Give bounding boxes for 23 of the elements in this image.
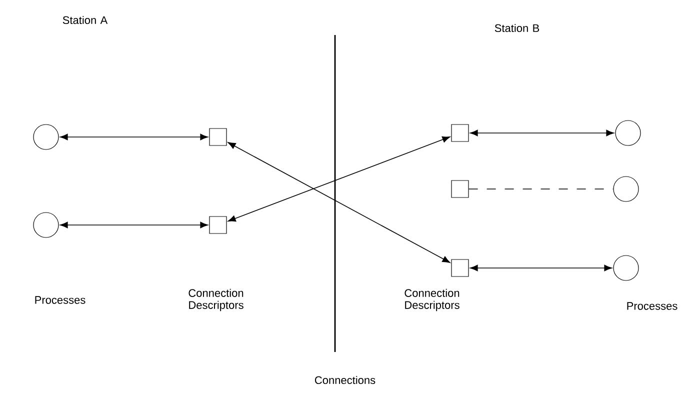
arrow (60, 222, 208, 228)
text-label: Station A (62, 16, 108, 24)
arrow (228, 136, 450, 222)
descriptor-square (451, 124, 469, 142)
process-circle (613, 255, 639, 281)
text-label: Connections (315, 376, 376, 384)
text-label: Processes (627, 302, 678, 310)
arrow (470, 130, 614, 136)
descriptor-square (451, 180, 469, 198)
text-label: Connection Descriptors (188, 288, 244, 312)
process-circle (33, 212, 59, 238)
descriptor-square (209, 216, 227, 234)
process-circle (613, 176, 639, 202)
text-label: Connection Descriptors (404, 288, 460, 312)
text-label: Processes (35, 296, 86, 304)
process-circle (615, 120, 641, 146)
text-label: Station B (494, 24, 540, 32)
arrow (228, 142, 450, 263)
process-circle (33, 124, 59, 150)
descriptor-square (451, 259, 469, 277)
arrow (60, 134, 208, 140)
arrow (470, 264, 612, 272)
descriptor-square (209, 128, 227, 146)
